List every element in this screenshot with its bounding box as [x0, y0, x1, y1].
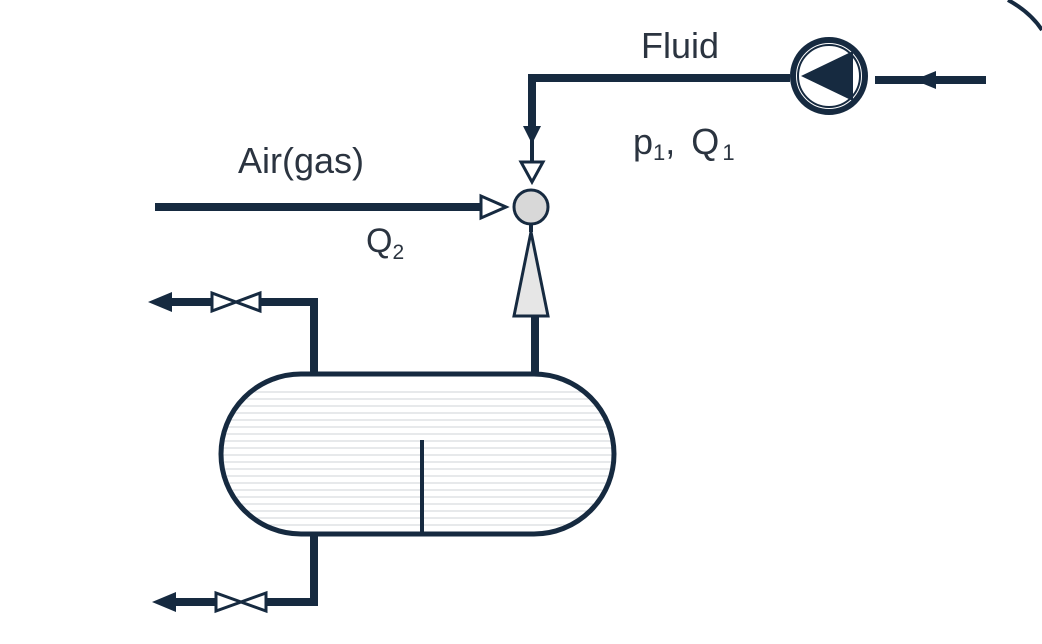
pump-icon: [790, 37, 868, 115]
air-inlet-arrow-icon: [479, 193, 510, 221]
q1-base: Q: [691, 121, 719, 162]
air-feed-line: [155, 193, 510, 221]
corner-arc: [1007, 0, 1042, 32]
p1-q1-separator: ,: [665, 121, 685, 162]
q2-label: Q2: [366, 222, 404, 264]
fluid-inlet-check-icon: [518, 160, 546, 186]
p1-subscript: 1: [653, 140, 665, 165]
separator-vessel: [218, 371, 617, 537]
air-gas-label: Air(gas): [238, 140, 364, 181]
bottom-outlet-valve-icon: [214, 590, 268, 614]
top-outlet-arrow-icon: [148, 292, 172, 312]
q1-subscript: 1: [722, 140, 734, 165]
q2-base: Q: [366, 222, 392, 260]
venturi-icon: [512, 231, 550, 318]
fluid-label: Fluid: [641, 25, 719, 66]
fluid-down-arrow-icon: [523, 126, 541, 144]
top-outlet-valve-icon: [210, 290, 262, 314]
inlet-arrow-icon: [914, 71, 936, 89]
bottom-outlet-line: [152, 532, 318, 614]
p1-base: p: [633, 121, 653, 162]
bottom-outlet-arrow-icon: [152, 592, 176, 612]
q2-subscript: 2: [392, 241, 404, 264]
top-outlet-line: [148, 290, 318, 376]
fluid-feed-line: [518, 71, 986, 186]
